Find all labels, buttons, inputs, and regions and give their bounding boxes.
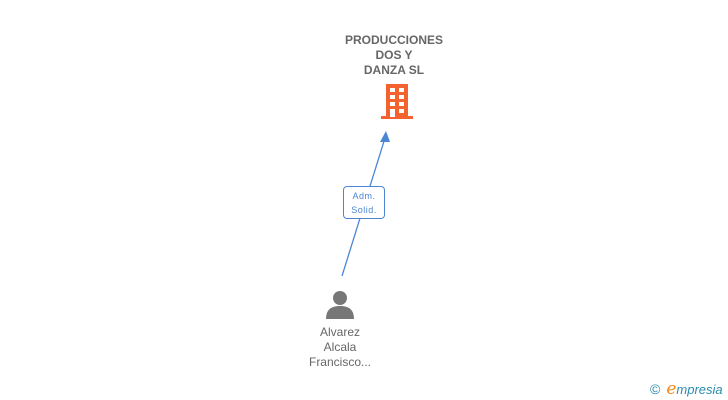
company-name-line: DOS Y [375, 48, 413, 62]
person-icon[interactable] [324, 289, 356, 324]
company-name-line: DANZA SL [363, 63, 425, 77]
role-label-line: Solid. [351, 205, 377, 215]
building-icon[interactable] [381, 84, 413, 124]
brand-rest: mpresia [676, 382, 723, 397]
company-name-line: PRODUCCIONES [344, 33, 443, 47]
role-label-line: Adm. [352, 191, 376, 201]
person-name-line: Alvarez [319, 325, 360, 339]
person-name-line: Francisco... [308, 355, 371, 369]
company-name[interactable]: PRODUCCIONES DOS Y DANZA SL [324, 33, 464, 78]
copyright-icon: © [650, 381, 661, 397]
person-name[interactable]: Alvarez Alcala Francisco... [290, 325, 390, 370]
empresia-logo: © empresia [650, 379, 723, 399]
role-label[interactable]: Adm. Solid. [343, 186, 385, 219]
person-name-line: Alcala [323, 340, 357, 354]
brand-initial: e [666, 379, 677, 399]
